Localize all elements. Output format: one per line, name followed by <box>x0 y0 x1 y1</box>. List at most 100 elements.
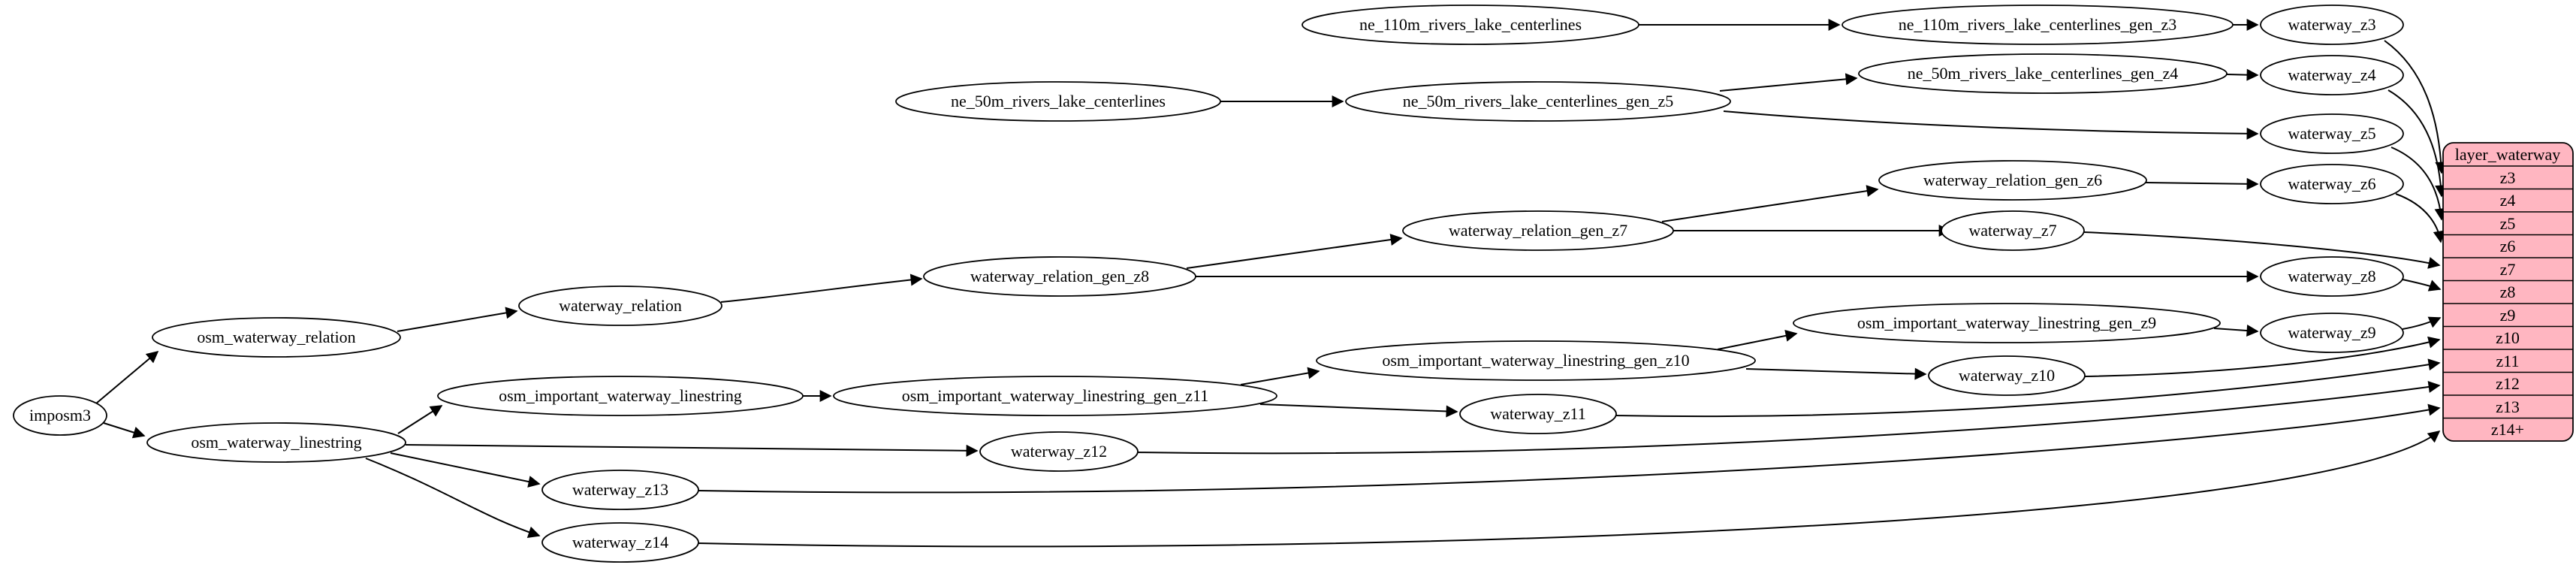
node-waterway_z12: waterway_z12 <box>979 431 1139 472</box>
node-osm_important_waterway_linestring_gen_z10-label: osm_important_waterway_linestring_gen_z1… <box>1382 351 1689 370</box>
edge-waterway_z4-row-z4 <box>2387 89 2448 198</box>
edge-osm_waterway_relation-waterway_relation <box>397 307 518 332</box>
node-waterway_z9: waterway_z9 <box>2260 313 2404 353</box>
node-waterway_z4: waterway_z4 <box>2260 55 2404 95</box>
node-waterway_z8-label: waterway_z8 <box>2288 267 2375 286</box>
edge-waterway_z9-row-z9 <box>2402 316 2442 330</box>
node-waterway_z10-label: waterway_z10 <box>1959 366 2055 385</box>
edge-waterway_z13-row-z13 <box>698 403 2441 494</box>
node-ne_50m_rivers_lake_centerlines_gen_z4: ne_50m_rivers_lake_centerlines_gen_z4 <box>1858 53 2228 94</box>
edge-osm_waterway_linestring-waterway_z13 <box>390 452 541 488</box>
edge-gen_z9-waterway_z9 <box>2213 325 2259 337</box>
node-osm_waterway_relation-label: osm_waterway_relation <box>197 328 355 346</box>
table-row-z8: z8 <box>2500 282 2516 301</box>
edge-waterway_z10-row-z10 <box>2084 336 2441 377</box>
edge-waterway_z14-row-z14plus <box>698 431 2441 548</box>
layer-waterway-table: layer_waterway z3 z4 z5 z6 z7 z8 z9 z10 … <box>2442 142 2574 442</box>
edge-imposm3-osm_waterway_relation <box>95 350 159 404</box>
edge-imposm3-osm_waterway_linestring <box>103 422 146 439</box>
node-waterway_z5-label: waterway_z5 <box>2288 124 2375 143</box>
edge-gen_z11-waterway_z11 <box>1259 403 1458 418</box>
node-waterway_relation_gen_z7: waterway_relation_gen_z7 <box>1402 210 1674 251</box>
node-waterway_z8: waterway_z8 <box>2260 256 2404 297</box>
node-waterway_z14-label: waterway_z14 <box>572 533 668 551</box>
node-ne_110m_rivers_lake_centerlines: ne_110m_rivers_lake_centerlines <box>1302 5 1639 45</box>
node-ne_110m_rivers_lake_centerlines_gen_z3-label: ne_110m_rivers_lake_centerlines_gen_z3 <box>1899 15 2177 34</box>
node-waterway_z6: waterway_z6 <box>2260 164 2404 204</box>
edge-gen_z5-waterway_z5 <box>1723 110 2259 140</box>
edge-waterway_relation_gen_z7-waterway_relation_gen_z6 <box>1661 185 1879 222</box>
node-imposm3-label: imposm3 <box>29 406 91 425</box>
node-waterway_z10: waterway_z10 <box>1928 355 2086 396</box>
node-ne_50m_rivers_lake_centerlines: ne_50m_rivers_lake_centerlines <box>895 81 1221 122</box>
edge-gen_z10-gen_z9 <box>1717 329 1798 350</box>
node-osm_important_waterway_linestring_gen_z10: osm_important_waterway_linestring_gen_z1… <box>1316 340 1756 381</box>
edge-gen_z10-waterway_z10 <box>1745 367 1927 380</box>
node-osm_waterway_linestring-label: osm_waterway_linestring <box>191 433 361 452</box>
node-waterway_z4-label: waterway_z4 <box>2288 65 2375 84</box>
node-waterway_relation_gen_z7-label: waterway_relation_gen_z7 <box>1449 221 1627 240</box>
node-waterway_z11-label: waterway_z11 <box>1490 404 1585 423</box>
table-row-z5: z5 <box>2500 214 2516 233</box>
node-waterway_z11: waterway_z11 <box>1459 394 1617 434</box>
edge-waterway_z11-row-z11 <box>1615 358 2441 418</box>
edge-waterway_relation_gen_z6-waterway_z6 <box>2145 177 2259 190</box>
node-imposm3: imposm3 <box>13 395 107 436</box>
node-osm_important_waterway_linestring_gen_z11: osm_important_waterway_linestring_gen_z1… <box>833 376 1277 416</box>
edge-waterway_z8-row-z8 <box>2402 279 2442 292</box>
node-osm_important_waterway_linestring_gen_z9: osm_important_waterway_linestring_gen_z9 <box>1793 303 2221 343</box>
table-row-z10: z10 <box>2496 328 2520 347</box>
node-osm_important_waterway_linestring: osm_important_waterway_linestring <box>437 376 804 416</box>
edge-waterway_relation_gen_z8-waterway_relation_gen_z7 <box>1186 234 1403 269</box>
node-waterway_relation-label: waterway_relation <box>559 296 682 315</box>
edge-osm_waterway_linestring-waterway_z14 <box>365 458 541 539</box>
edge-osm_waterway_linestring-osm_important_waterway_linestring <box>397 405 443 434</box>
edge-gen_z4-waterway_z4 <box>2226 68 2259 81</box>
node-waterway_z5: waterway_z5 <box>2260 113 2404 154</box>
edge-waterway_z5-row-z5 <box>2390 147 2447 221</box>
node-ne_110m_rivers_lake_centerlines-label: ne_110m_rivers_lake_centerlines <box>1359 15 1582 34</box>
table-row-z14plus: z14+ <box>2491 420 2524 439</box>
node-ne_110m_rivers_lake_centerlines_gen_z3: ne_110m_rivers_lake_centerlines_gen_z3 <box>1842 5 2234 45</box>
table-row-z6: z6 <box>2500 237 2516 255</box>
node-waterway_z7: waterway_z7 <box>1941 210 2085 251</box>
node-waterway_z14: waterway_z14 <box>541 522 699 563</box>
table-row-z9: z9 <box>2500 306 2516 325</box>
node-waterway_z3: waterway_z3 <box>2260 5 2404 45</box>
node-waterway_relation_gen_z8: waterway_relation_gen_z8 <box>923 256 1196 297</box>
table-row-z11: z11 <box>2496 352 2520 370</box>
node-waterway_relation: waterway_relation <box>518 286 722 326</box>
node-osm_important_waterway_linestring-label: osm_important_waterway_linestring <box>499 386 742 405</box>
table-row-z12: z12 <box>2496 374 2520 393</box>
table-row-z3: z3 <box>2500 168 2516 187</box>
edges <box>95 19 2448 548</box>
node-ne_50m_rivers_lake_centerlines_gen_z5-label: ne_50m_rivers_lake_centerlines_gen_z5 <box>1403 92 1673 110</box>
edge-waterway_z7-row-z7 <box>2083 231 2441 269</box>
edge-osm_waterway_linestring-waterway_z12 <box>405 444 979 457</box>
edge-waterway_z6-row-z6 <box>2395 193 2445 243</box>
table-row-z13: z13 <box>2496 397 2520 416</box>
node-waterway_z13-label: waterway_z13 <box>572 480 668 499</box>
table-row-z4: z4 <box>2500 191 2516 210</box>
node-waterway_z3-label: waterway_z3 <box>2288 15 2375 34</box>
node-waterway_z13: waterway_z13 <box>541 470 699 510</box>
node-waterway_z12-label: waterway_z12 <box>1011 442 1107 461</box>
node-osm_important_waterway_linestring_gen_z9-label: osm_important_waterway_linestring_gen_z9 <box>1857 313 2156 332</box>
node-ne_50m_rivers_lake_centerlines_gen_z5: ne_50m_rivers_lake_centerlines_gen_z5 <box>1345 81 1731 122</box>
table-row-z7: z7 <box>2500 260 2516 279</box>
table-title: layer_waterway <box>2455 145 2560 164</box>
node-waterway_relation_gen_z8-label: waterway_relation_gen_z8 <box>970 267 1149 286</box>
node-waterway_z6-label: waterway_z6 <box>2288 174 2375 193</box>
node-waterway_relation_gen_z6-label: waterway_relation_gen_z6 <box>1923 171 2102 189</box>
node-waterway_relation_gen_z6: waterway_relation_gen_z6 <box>1878 160 2147 201</box>
edge-gen_z5-gen_z4 <box>1719 73 1858 92</box>
nodes: imposm3 osm_waterway_relation osm_waterw… <box>13 5 2404 563</box>
edge-waterway_z3-row-z3 <box>2384 40 2448 174</box>
node-osm_important_waterway_linestring_gen_z11-label: osm_important_waterway_linestring_gen_z1… <box>902 386 1209 405</box>
edge-waterway_relation-waterway_relation_gen_z8 <box>720 273 923 303</box>
edge-gen_z11-gen_z10 <box>1240 367 1320 385</box>
node-ne_50m_rivers_lake_centerlines_gen_z4-label: ne_50m_rivers_lake_centerlines_gen_z4 <box>1908 64 2178 83</box>
node-osm_waterway_relation: osm_waterway_relation <box>152 317 401 358</box>
